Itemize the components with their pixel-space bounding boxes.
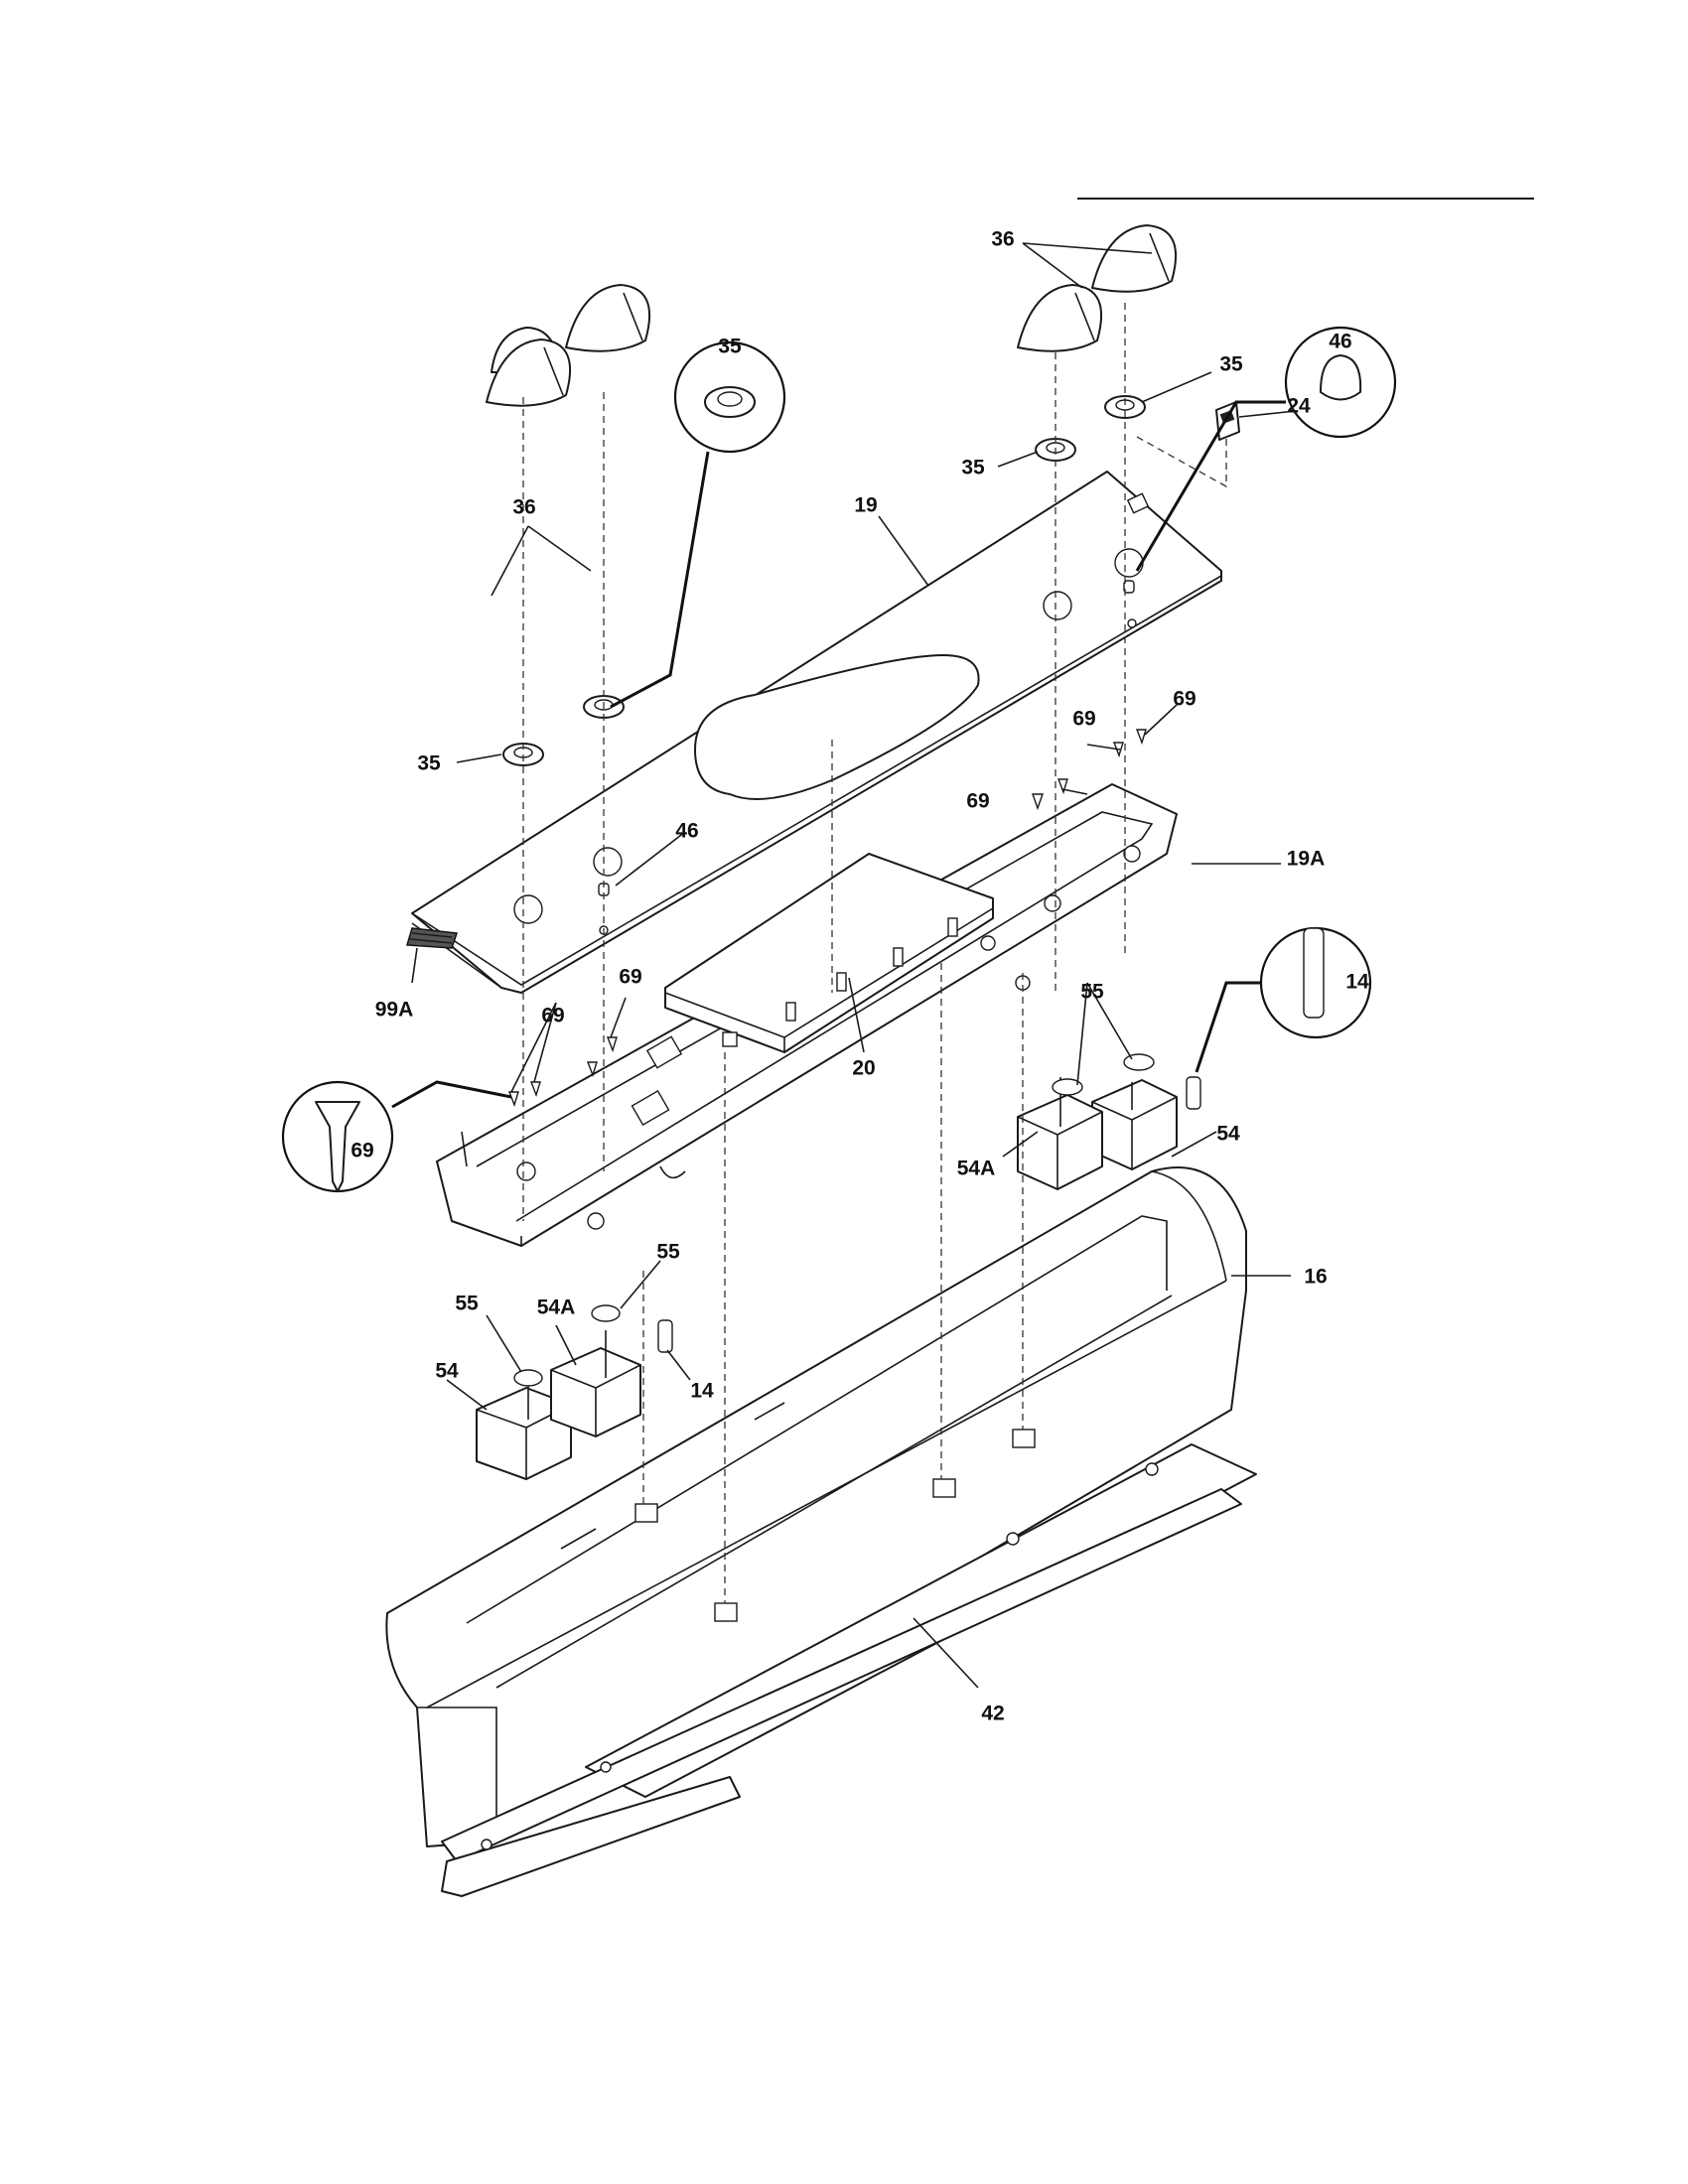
callout-35: 35: [718, 336, 742, 358]
switch-spacer[interactable]: [1123, 1053, 1155, 1071]
callout-46: 46: [675, 820, 698, 843]
signal-lamp[interactable]: [1186, 1076, 1201, 1110]
switch-spacer[interactable]: [513, 1369, 543, 1387]
rocker-switch[interactable]: [1215, 401, 1240, 441]
callout-55: 55: [656, 1241, 680, 1264]
callout-54: 54: [1216, 1123, 1240, 1146]
callout-35: 35: [417, 752, 441, 775]
switch-spacer[interactable]: [591, 1304, 621, 1322]
infinite-switch[interactable]: [1091, 1079, 1178, 1170]
detail-circle-light: [1135, 326, 1397, 572]
callout-54A: 54A: [537, 1297, 576, 1319]
callout-99A: 99A: [375, 999, 414, 1022]
callout-36: 36: [512, 496, 535, 519]
callout-19: 19: [854, 494, 877, 517]
callout-54A: 54A: [957, 1158, 996, 1180]
control-knob[interactable]: [1017, 284, 1103, 352]
callout-14: 14: [690, 1380, 714, 1403]
indicator-light[interactable]: [1123, 580, 1135, 594]
callout-35: 35: [1219, 353, 1243, 376]
callout-19A: 19A: [1287, 848, 1326, 871]
callout-16: 16: [1304, 1266, 1327, 1289]
callout-46: 46: [1329, 331, 1351, 353]
detail-circle-screw: [281, 1080, 512, 1193]
callout-labels: 36 35 24 35 46 19 35 36 35 46 69 69 69 1…: [351, 228, 1369, 1725]
screw[interactable]: [586, 1061, 598, 1078]
control-knob[interactable]: [486, 339, 572, 407]
callout-36: 36: [991, 228, 1014, 251]
callout-69: 69: [619, 966, 641, 989]
screw[interactable]: [1032, 793, 1044, 811]
callout-69: 69: [966, 790, 989, 813]
electronic-control-module[interactable]: [664, 853, 994, 1053]
callout-42: 42: [981, 1703, 1004, 1725]
callout-24: 24: [1287, 395, 1311, 418]
callout-69: 69: [1072, 708, 1095, 731]
bottom-trim-strip[interactable]: [441, 1443, 1257, 1897]
screw[interactable]: [606, 1036, 618, 1053]
callout-20: 20: [852, 1057, 875, 1080]
leader-lines: [411, 242, 1297, 1689]
screw[interactable]: [507, 1091, 519, 1108]
callout-55: 55: [1080, 981, 1104, 1004]
callout-35: 35: [961, 457, 985, 479]
callout-69: 69: [351, 1140, 373, 1162]
console-back-panel[interactable]: [385, 1166, 1247, 1847]
screw[interactable]: [1135, 729, 1147, 746]
callout-55: 55: [455, 1293, 479, 1315]
control-knob[interactable]: [565, 284, 651, 352]
infinite-switch[interactable]: [550, 1330, 641, 1437]
signal-lamp[interactable]: [657, 1319, 673, 1353]
screw[interactable]: [529, 1081, 541, 1098]
control-panel[interactable]: [411, 471, 1222, 994]
callout-14: 14: [1345, 971, 1369, 994]
ribbon-cable[interactable]: [406, 927, 459, 949]
detail-circle-bezel: [610, 341, 786, 709]
screw[interactable]: [1056, 778, 1068, 795]
callout-54: 54: [435, 1360, 459, 1383]
detail-circle-lamp: [1195, 926, 1372, 1073]
callout-69: 69: [541, 1005, 564, 1027]
switch-spacer[interactable]: [1052, 1078, 1083, 1096]
callout-69: 69: [1173, 688, 1196, 711]
control-knob[interactable]: [1091, 224, 1178, 293]
